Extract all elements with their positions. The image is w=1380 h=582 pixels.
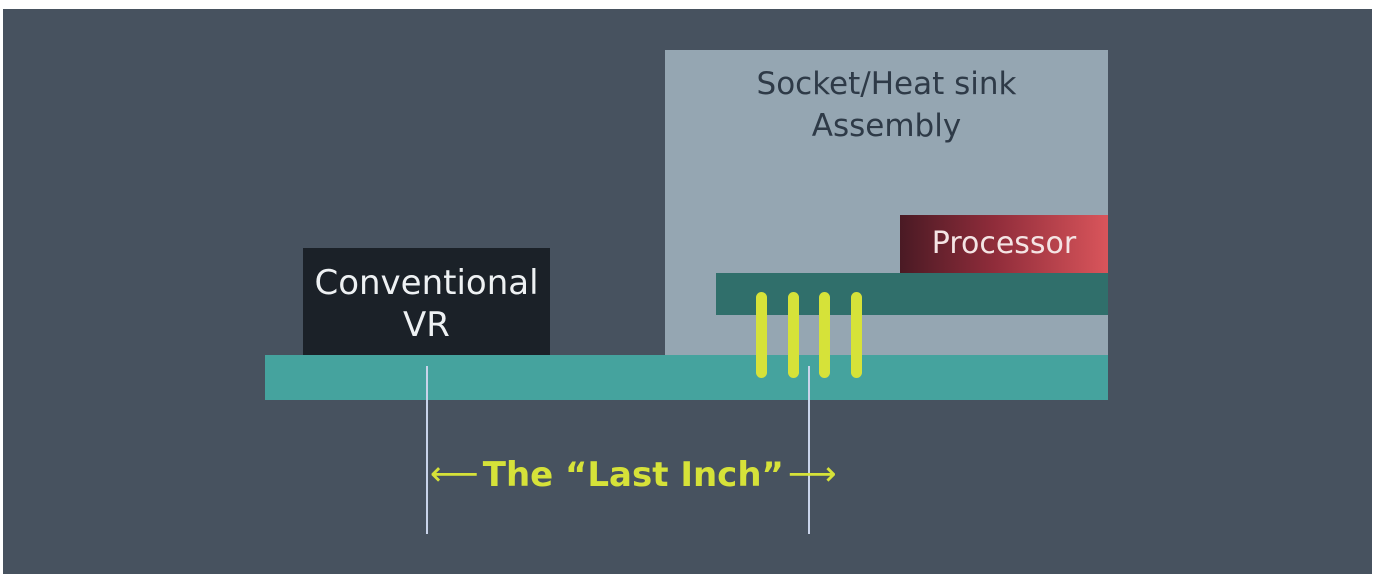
right-arrow-icon: ⟶ bbox=[787, 454, 837, 494]
left-arrow-icon: ⟵ bbox=[430, 454, 479, 494]
motherboard bbox=[265, 355, 1108, 400]
socket-heat-sink-label-line2: Assembly bbox=[811, 108, 962, 144]
last-inch-label: The “Last Inch” bbox=[482, 455, 784, 495]
conventional-vr-module bbox=[303, 248, 550, 355]
package-substrate bbox=[716, 273, 1108, 315]
socket-heat-sink-label-line1: Socket/Heat sink bbox=[756, 66, 1017, 102]
vr-measure-line bbox=[426, 366, 428, 534]
socket-pin bbox=[756, 292, 767, 378]
socket-heat-sink-label: Socket/Heat sink Assembly bbox=[665, 63, 1108, 147]
conventional-vr-label-line2: VR bbox=[403, 305, 450, 345]
socket-measure-line bbox=[808, 366, 810, 534]
socket-pin bbox=[819, 292, 830, 378]
socket-pin bbox=[851, 292, 862, 378]
conventional-vr-label: Conventional VR bbox=[303, 262, 550, 346]
last-inch-dimension: ⟵The “Last Inch”⟶ bbox=[430, 451, 837, 498]
conventional-vr-label-line1: Conventional bbox=[314, 263, 539, 303]
processor-label: Processor bbox=[931, 226, 1077, 261]
socket-pin bbox=[788, 292, 799, 378]
processor-block bbox=[900, 215, 1108, 273]
